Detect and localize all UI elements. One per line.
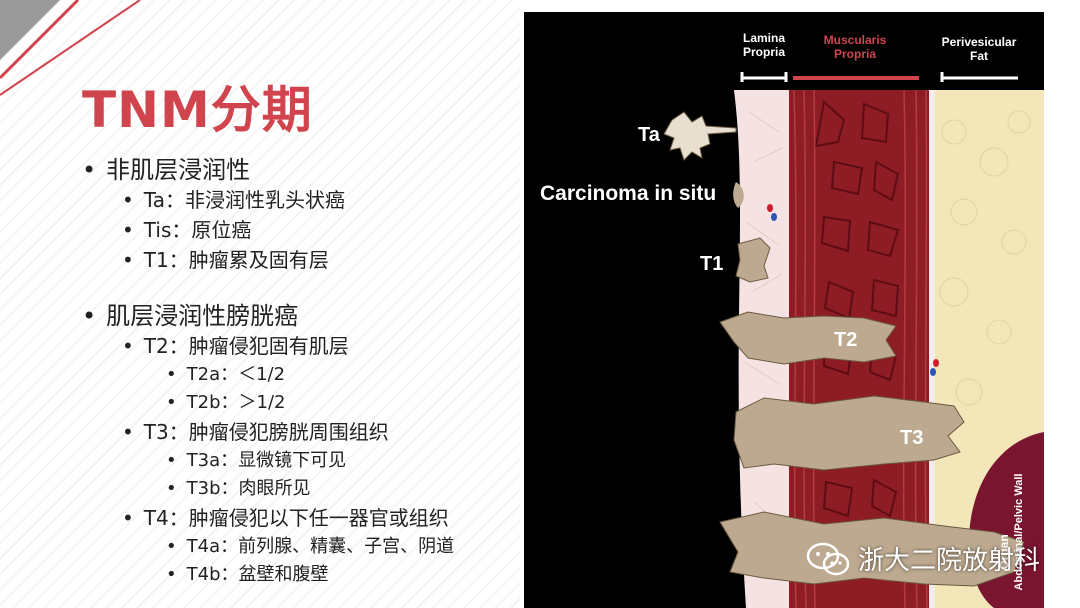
outline-item-text: T4b：盆壁和腹壁 — [186, 564, 329, 585]
header-lamina-bracket — [740, 72, 788, 82]
outline-item-level2: • T4：肿瘤侵犯以下任一器官或组织 — [122, 502, 449, 531]
label-t3: T3 — [900, 427, 923, 449]
outline-item-text: T2b：＞1/2 — [186, 392, 286, 413]
bladder-wall-diagram: Lamina Propria Muscularis Propria Perive… — [524, 12, 1044, 608]
outline-item-text: T4a：前列腺、精囊、子宫、阴道 — [186, 536, 455, 557]
outline-item-level2: • T2：肿瘤侵犯固有肌层 — [122, 330, 349, 359]
bullet-icon: • — [122, 506, 134, 530]
outline-item-level2: • T3：肿瘤侵犯膀胱周围组织 — [122, 416, 389, 445]
outline-item-text: T2a：＜1/2 — [186, 364, 286, 385]
bullet-icon: • — [166, 564, 177, 585]
outline-item-text: T3：肿瘤侵犯膀胱周围组织 — [143, 420, 389, 444]
outline-item-level3: • T3b：肉眼所见 — [166, 474, 311, 500]
outline-item-level2: • Tis：原位癌 — [122, 214, 251, 243]
header-lamina-line2: Propria — [743, 45, 785, 59]
header-perivesicular-line1: Perivesicular — [942, 35, 1017, 49]
tumor-t2 — [719, 311, 897, 365]
header-muscularis-line1: Muscularis — [824, 33, 887, 47]
tumor-t1 — [735, 237, 771, 283]
bullet-icon: • — [122, 334, 134, 358]
bullet-icon: • — [82, 156, 97, 184]
muscle-fat-border — [929, 90, 935, 608]
outline-item-text: T3a：显微镜下可见 — [186, 450, 347, 471]
header-perivesicular-bracket — [940, 72, 1018, 82]
outline-item-text: T4：肿瘤侵犯以下任一器官或组织 — [143, 506, 449, 530]
background-stripes — [0, 0, 520, 608]
bullet-icon: • — [166, 478, 177, 499]
header-lamina-line1: Lamina — [743, 31, 785, 45]
header-muscularis-line2: Propria — [834, 47, 876, 61]
tumor-cis — [733, 182, 744, 208]
outline-item-level1: • 非肌层浸润性 — [82, 150, 250, 185]
tumor-t4 — [719, 511, 1025, 587]
outline-item-level3: • T4a：前列腺、精囊、子宫、阴道 — [166, 532, 454, 558]
label-t2: T2 — [834, 329, 857, 351]
outline-item-level3: • T3a：显微镜下可见 — [166, 446, 346, 472]
header-perivesicular-line2: Fat — [970, 49, 988, 63]
label-cis: Carcinoma in situ — [540, 182, 716, 205]
bullet-icon: • — [122, 218, 134, 242]
outline-item-text: 肌层浸润性膀胱癌 — [106, 302, 299, 330]
outline-item-level2: • T1：肿瘤累及固有层 — [122, 244, 329, 273]
slide-title: TNM分期 — [82, 81, 313, 139]
outline-item-level3: • T2b：＞1/2 — [166, 388, 285, 414]
outline-item-level3: • T2a：＜1/2 — [166, 360, 285, 386]
bullet-icon: • — [122, 420, 134, 444]
outline-item-level3: • T4b：盆壁和腹壁 — [166, 560, 329, 586]
tumor-ta — [663, 111, 737, 161]
watermark: 浙大二院放射科 — [806, 540, 1040, 577]
corner-decoration — [0, 0, 141, 96]
outline-item-text: Tis：原位癌 — [143, 218, 252, 242]
wechat-icon — [806, 542, 850, 575]
label-ta: Ta — [638, 124, 661, 146]
bullet-icon: • — [166, 392, 177, 413]
bullet-icon: • — [82, 302, 97, 330]
outline-item-level1: • 肌层浸润性膀胱癌 — [82, 296, 298, 331]
label-organ-line1: Organ — [997, 534, 1011, 569]
bullet-icon: • — [122, 188, 134, 212]
bullet-icon: • — [166, 536, 177, 557]
outline-item-text: T2：肿瘤侵犯固有肌层 — [143, 334, 349, 358]
watermark-text: 浙大二院放射科 — [858, 546, 1041, 576]
outline-item-text: T1：肿瘤累及固有层 — [143, 248, 329, 272]
bullet-icon: • — [166, 364, 177, 385]
label-organ-line2: Abdominal/Pelvic Wall — [1013, 474, 1025, 591]
bullet-icon: • — [122, 248, 134, 272]
outline-item-text: T3b：肉眼所见 — [186, 478, 311, 499]
tumor-t3 — [733, 395, 965, 471]
outline-item-text: Ta：非浸润性乳头状癌 — [143, 188, 345, 212]
label-t1: T1 — [700, 253, 723, 275]
outline-item-text: 非肌层浸润性 — [106, 156, 251, 184]
bullet-icon: • — [166, 450, 177, 471]
outline-item-level2: • Ta：非浸润性乳头状癌 — [122, 184, 345, 213]
